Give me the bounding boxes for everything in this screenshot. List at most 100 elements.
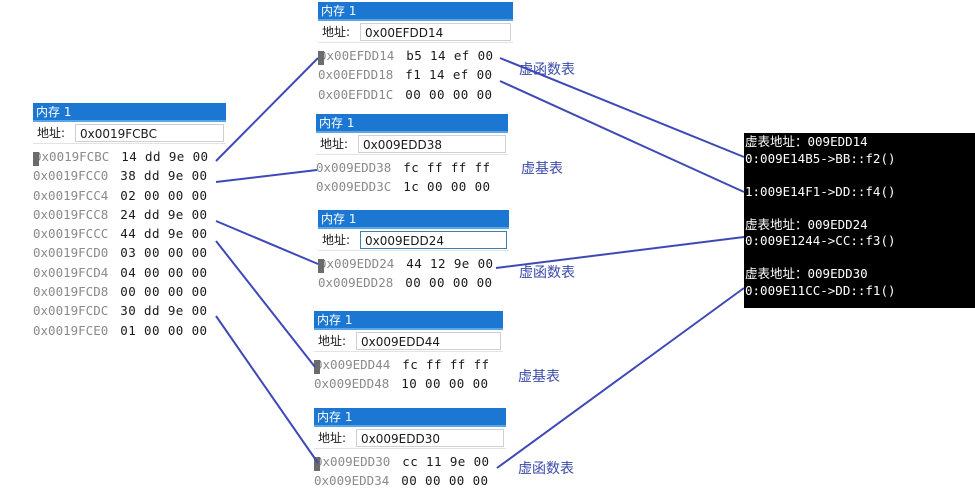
address-input[interactable]: 0x0019FCBC [75,123,224,142]
memory-address: 0x00EFDD18 [318,67,394,83]
memory-row: 0x009EDD48 10 00 00 00 [314,374,503,393]
memory-window-title[interactable]: 内存 1 [316,114,508,133]
memory-address: 0x0019FCDC [33,303,109,319]
memory-rows: 0x0019FCBC 14 dd 9e 00 0x0019FCC0 38 dd 9e… [33,144,226,340]
memory-bytes: cc 11 9e 00 [402,454,490,469]
memory-address: 0x009EDD24 [319,256,395,271]
connector-line [499,80,745,193]
memory-window-title[interactable]: 内存 1 [314,408,506,427]
memory-row: 0x0019FCC0 38 dd 9e 00 [33,166,226,185]
address-input[interactable]: 0x00EFDD14 [360,22,511,41]
memory-bytes: b5 14 ef 00 [406,48,494,63]
annotation-vftable: 虚函数表 [518,461,574,477]
memory-address: 0x009EDD3C [316,179,392,195]
text-caret [314,360,320,374]
memory-window-vftable-1: 内存 1 地址: 0x00EFDD14 0x00EFDD14 b5 14 ef 0… [318,2,513,104]
memory-bytes: 00 00 00 00 [405,275,493,291]
memory-bytes: 38 dd 9e 00 [120,168,208,184]
connector-line [215,57,319,162]
memory-address: 0x009EDD34 [314,473,390,489]
address-bar: 地址: 0x009EDD24 [318,229,509,251]
connector-line [499,57,745,158]
memory-address: 0x00EFDD14 [319,48,395,63]
memory-window-vftable-3: 内存 1 地址: 0x009EDD30 0x009EDD30 cc 11 9e 0… [314,408,506,491]
memory-bytes: 14 dd 9e 00 [121,149,209,164]
memory-address: 0x0019FCD8 [33,284,109,300]
memory-row: 0x009EDD3C 1c 00 00 00 [316,177,508,196]
address-input[interactable]: 0x009EDD38 [358,134,506,153]
memory-bytes: fc ff ff ff [402,357,490,372]
console-line: 0:009E14B5->BB::f2() [745,150,896,166]
text-caret [314,457,320,471]
memory-address: 0x0019FCE0 [33,322,109,338]
memory-row: 0x0019FCBC 14 dd 9e 00 [33,147,226,166]
memory-row: 0x009EDD38 fc ff ff ff [316,158,508,177]
console-line: 虚表地址：009EDD30 [745,266,868,281]
address-input[interactable]: 0x009EDD24 [360,230,507,249]
address-input[interactable]: 0x009EDD44 [356,331,501,350]
annotation-vbtable: 虚基表 [521,161,563,177]
annotation-vbtable: 虚基表 [518,369,560,385]
memory-window-title[interactable]: 内存 1 [318,210,509,229]
address-bar: 地址: 0x009EDD30 [314,427,506,449]
memory-bytes: 10 00 00 00 [401,376,489,392]
memory-window-title[interactable]: 内存 1 [318,2,513,21]
memory-bytes: f1 14 ef 00 [405,67,493,83]
memory-bytes: fc ff ff ff [403,160,491,175]
memory-bytes: 03 00 00 00 [120,245,208,261]
connector-line [215,220,319,265]
memory-window-title[interactable]: 内存 1 [314,311,503,330]
address-label: 地址: [37,126,66,140]
memory-rows: 0x00EFDD14 b5 14 ef 00 0x00EFDD18 f1 14 ef… [318,43,513,104]
memory-address: 0x0019FCC4 [33,187,109,203]
connector-line [215,240,316,368]
memory-address: 0x009EDD38 [316,160,392,175]
text-caret [318,259,324,273]
annotation-vftable: 虚函数表 [519,62,575,78]
connector-line [495,236,745,269]
memory-address: 0x0019FCBC [34,149,110,164]
console-line: 虚表地址：009EDD24 [745,216,868,232]
memory-rows: 0x009EDD38 fc ff ff ff 0x009EDD3C 1c 00 00… [316,155,508,197]
memory-window-title[interactable]: 内存 1 [33,103,226,122]
address-label: 地址: [318,431,347,445]
address-bar: 地址: 0x0019FCBC [33,122,226,144]
text-caret [318,51,324,65]
memory-address: 0x0019FCC0 [33,168,109,184]
memory-address: 0x0019FCD4 [33,264,109,280]
memory-bytes: 04 00 00 00 [120,264,208,280]
address-label: 地址: [320,137,349,151]
memory-bytes: 44 12 9e 00 [406,256,494,271]
connector-line [496,287,745,469]
memory-address: 0x009EDD48 [314,376,390,392]
address-input[interactable]: 0x009EDD30 [356,428,504,447]
console-line: 0:009E1244->CC::f3() [745,233,896,248]
memory-bytes: 30 dd 9e 00 [120,303,208,319]
memory-row: 0x0019FCDC 30 dd 9e 00 [33,301,226,320]
address-label: 地址: [322,25,351,39]
connector-line [215,315,319,464]
memory-address: 0x009EDD30 [315,454,391,469]
memory-address: 0x0019FCCC [33,226,109,242]
memory-window-vbtable-1: 内存 1 地址: 0x009EDD38 0x009EDD38 fc ff ff f… [316,114,508,197]
address-label: 地址: [318,334,347,348]
console-line: 0:009E11CC->DD::f1() [745,282,896,298]
memory-bytes: 1c 00 00 00 [403,179,491,195]
text-caret [33,152,39,166]
address-bar: 地址: 0x009EDD44 [314,330,503,352]
memory-bytes: 24 dd 9e 00 [120,206,208,222]
console-output: 虚表地址：009EDD14 0:009E14B5->BB::f2() 1:009… [744,133,975,308]
memory-row: 0x009EDD28 00 00 00 00 [318,273,509,292]
memory-address: 0x009EDD28 [318,275,394,291]
memory-rows: 0x009EDD24 44 12 9e 00 0x009EDD28 00 00 00… [318,251,509,293]
memory-row: 0x00EFDD14 b5 14 ef 00 [318,46,513,65]
address-bar: 地址: 0x009EDD38 [316,133,508,155]
